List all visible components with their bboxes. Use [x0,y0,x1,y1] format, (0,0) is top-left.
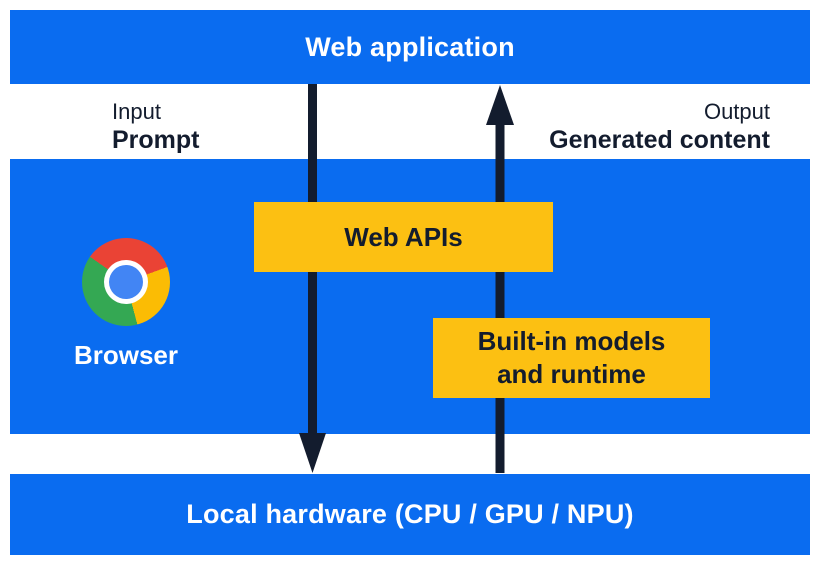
web-application-layer: Web application [10,10,810,84]
builtin-models-box: Built-in models and runtime [433,318,710,398]
browser-label: Browser [73,340,179,370]
input-label: Input [112,99,161,124]
prompt-label: Prompt [112,126,200,154]
output-label: Output [703,99,770,124]
input-flow-labels: Input Prompt [112,99,200,155]
generated-content-label: Generated content [549,126,770,154]
web-apis-box: Web APIs [254,202,553,272]
chrome-logo-ring [104,260,148,304]
chrome-logo-core [109,265,143,299]
builtin-models-line1: Built-in models [477,326,666,356]
local-hardware-layer: Local hardware (CPU / GPU / NPU) [10,474,810,555]
web-application-label: Web application [305,31,515,62]
local-hardware-label: Local hardware (CPU / GPU / NPU) [186,499,634,529]
web-apis-label: Web APIs [344,221,463,252]
chrome-logo-icon [82,238,170,326]
output-arrow-up-icon [486,85,514,473]
output-flow-labels: Output Generated content [549,99,770,155]
input-arrow-down-icon [299,84,326,473]
builtin-models-line2: and runtime [497,359,646,389]
